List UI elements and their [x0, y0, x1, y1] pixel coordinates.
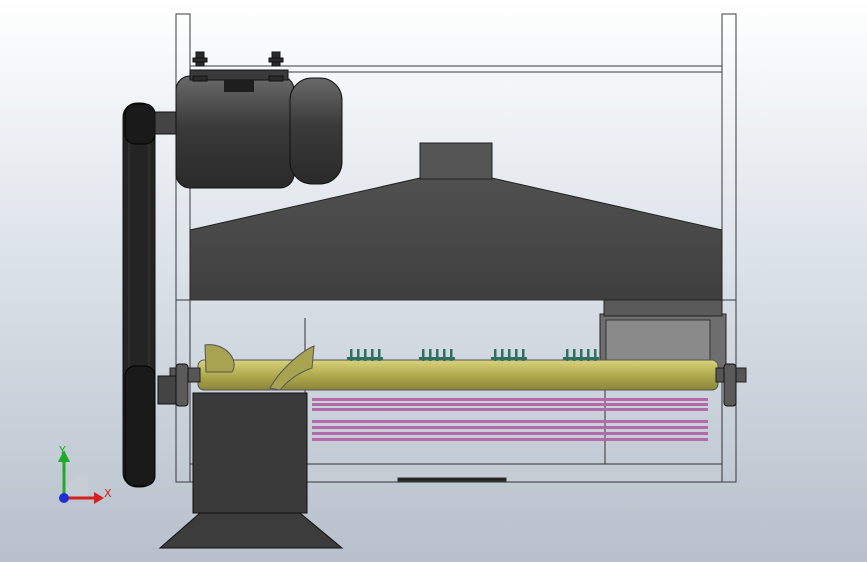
- hood-body: [189, 177, 723, 301]
- cutter-tooth: [522, 349, 525, 361]
- tine-bars: [312, 398, 708, 441]
- guard-top: [603, 299, 723, 317]
- bearing-left: [175, 363, 189, 407]
- tine-bar: [312, 398, 708, 401]
- cutter-tooth: [364, 349, 367, 361]
- bolt-nut: [268, 57, 284, 63]
- bearing-right: [723, 363, 737, 407]
- motor-endcap: [289, 77, 343, 185]
- cutter-tooth: [450, 349, 453, 361]
- housing-skirt: [189, 463, 723, 483]
- motor-body: [175, 75, 295, 189]
- bearings: [175, 363, 737, 407]
- cutter-tooth: [371, 349, 374, 361]
- auger-flight: [204, 344, 235, 373]
- triad-arc: [64, 474, 88, 498]
- cutter-tooth: [422, 349, 425, 361]
- tooth-bar: [563, 357, 599, 360]
- lower-pulley: [124, 365, 156, 487]
- upper-pulley: [124, 103, 156, 145]
- x-axis-arrowhead-icon: [94, 492, 104, 504]
- cutter-tooth: [580, 349, 583, 361]
- gearbox-body: [192, 392, 308, 514]
- outlet-chute: [158, 512, 344, 549]
- cutter-tooth: [587, 349, 590, 361]
- tooth-bar: [491, 357, 527, 360]
- right-frame-post: [721, 13, 737, 483]
- bolt-nut: [268, 75, 284, 82]
- cutter-tooth: [508, 349, 511, 361]
- motor-terminal-box: [224, 80, 254, 92]
- base-bar: [397, 477, 507, 482]
- cutter-tooth: [357, 349, 360, 361]
- cutter-tooth: [594, 349, 597, 361]
- cutter-tooth: [436, 349, 439, 361]
- tooth-bar: [419, 357, 455, 360]
- cutter-tooth: [573, 349, 576, 361]
- hood: [189, 142, 723, 301]
- belt-drive: [122, 102, 178, 488]
- cutter-tooth: [429, 349, 432, 361]
- orientation-triad: Y X: [58, 444, 112, 504]
- cutter-tooth: [566, 349, 569, 361]
- cutter-tooth: [515, 349, 518, 361]
- hood-vent: [419, 142, 493, 180]
- tooth-bar: [347, 357, 383, 360]
- tine-bar: [312, 420, 708, 423]
- auger-flight: [269, 345, 315, 391]
- tine-bar: [312, 426, 708, 429]
- tine-bar: [312, 438, 708, 441]
- bolt-nut: [192, 75, 208, 82]
- cutter-tooth: [350, 349, 353, 361]
- cutter-tooth: [443, 349, 446, 361]
- gearbox: [158, 392, 344, 549]
- bolt-nut: [192, 57, 208, 63]
- y-axis-arrowhead-icon: [58, 450, 70, 462]
- cutter-tooth: [494, 349, 497, 361]
- cutter-tooth: [378, 349, 381, 361]
- motor: [175, 51, 343, 189]
- x-axis-label: X: [104, 487, 112, 500]
- cutter-tooth: [501, 349, 504, 361]
- z-axis-dot-icon: [59, 493, 69, 503]
- tine-bar: [312, 432, 708, 435]
- tine-bar: [312, 403, 708, 406]
- y-axis-label: Y: [58, 444, 66, 457]
- tine-bar: [312, 408, 708, 411]
- motor-shaft: [154, 111, 178, 135]
